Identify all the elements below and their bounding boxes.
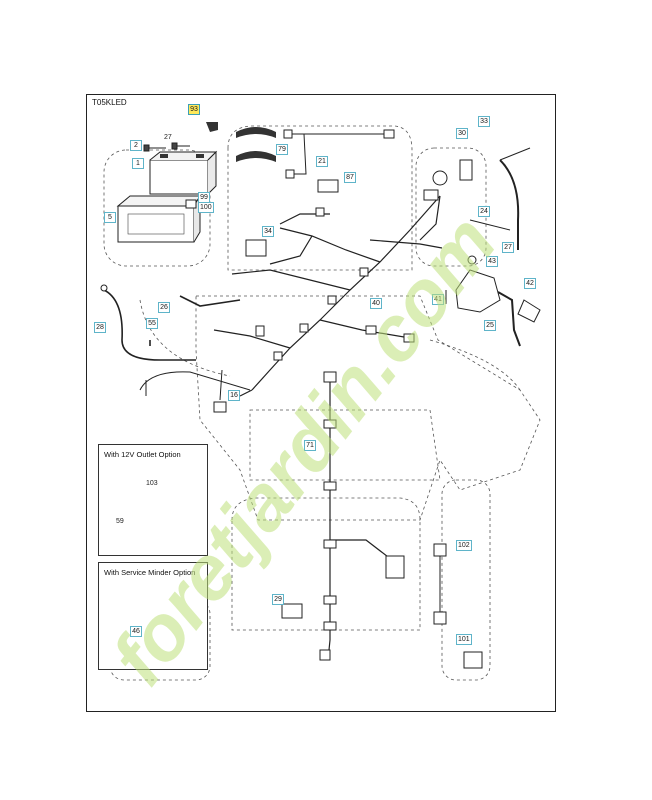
callout-100[interactable]: 100: [198, 202, 214, 213]
callout-41[interactable]: 41: [432, 294, 444, 305]
callout-26[interactable]: 26: [158, 302, 170, 313]
callout-93[interactable]: 93: [188, 104, 200, 115]
battery-icon: [149, 150, 218, 195]
seat-switch-harness: [139, 369, 251, 401]
diagram-frame: [86, 94, 556, 712]
callout-27[interactable]: 27: [502, 242, 514, 253]
key-switch-icon: [245, 239, 267, 257]
callout-29[interactable]: 29: [272, 594, 284, 605]
callout-21[interactable]: 21: [316, 156, 328, 167]
service-minder-option-title: With Service Minder Option: [104, 568, 196, 577]
outlet-option-title: With 12V Outlet Option: [104, 450, 181, 459]
right-side-parts: [432, 147, 541, 347]
callout-25[interactable]: 25: [484, 320, 496, 331]
callout-5[interactable]: 5: [104, 212, 116, 223]
part-label-59: 59: [116, 518, 124, 525]
callout-2[interactable]: 2: [130, 140, 142, 151]
relay-icon: [463, 651, 483, 669]
battery-cables: [103, 289, 241, 361]
switch-icon: [317, 179, 339, 193]
callout-55[interactable]: 55: [146, 318, 158, 329]
callout-30[interactable]: 30: [456, 128, 468, 139]
callout-42[interactable]: 42: [524, 278, 536, 289]
headlight-harness: [283, 129, 395, 179]
callout-43[interactable]: 43: [486, 256, 498, 267]
seat-switch-icon: [213, 401, 227, 413]
callout-46[interactable]: 46: [130, 626, 142, 637]
outlet-option-box: With 12V Outlet Option: [98, 444, 208, 556]
callout-1[interactable]: 1: [132, 158, 144, 169]
headlight-icon: [236, 127, 276, 162]
connector-icon: [433, 543, 447, 557]
callout-71[interactable]: 71: [304, 440, 316, 451]
callout-79[interactable]: 79: [276, 144, 288, 155]
connector-icon: [433, 611, 447, 625]
callout-28[interactable]: 28: [94, 322, 106, 333]
rear-harness-connectors: [319, 371, 405, 661]
part-label-103: 103: [146, 480, 158, 487]
clip-icon: [206, 122, 218, 132]
callout-40[interactable]: 40: [370, 298, 382, 309]
battery-tray-icon: [116, 194, 201, 243]
bolt-icon: [143, 142, 197, 209]
callout-34[interactable]: 34: [262, 226, 274, 237]
callout-87[interactable]: 87: [344, 172, 356, 183]
callout-33[interactable]: 33: [478, 116, 490, 127]
callout-102[interactable]: 102: [456, 540, 472, 551]
service-minder-option-box: With Service Minder Option: [98, 562, 208, 670]
part-label-27-top: 27: [164, 134, 172, 141]
harness-connectors: [255, 189, 439, 361]
pto-switch-icon: [281, 603, 303, 619]
main-harness: [213, 195, 443, 397]
callout-101[interactable]: 101: [456, 634, 472, 645]
callout-16[interactable]: 16: [228, 390, 240, 401]
model-code: T05KLED: [92, 98, 127, 107]
callout-24[interactable]: 24: [478, 206, 490, 217]
